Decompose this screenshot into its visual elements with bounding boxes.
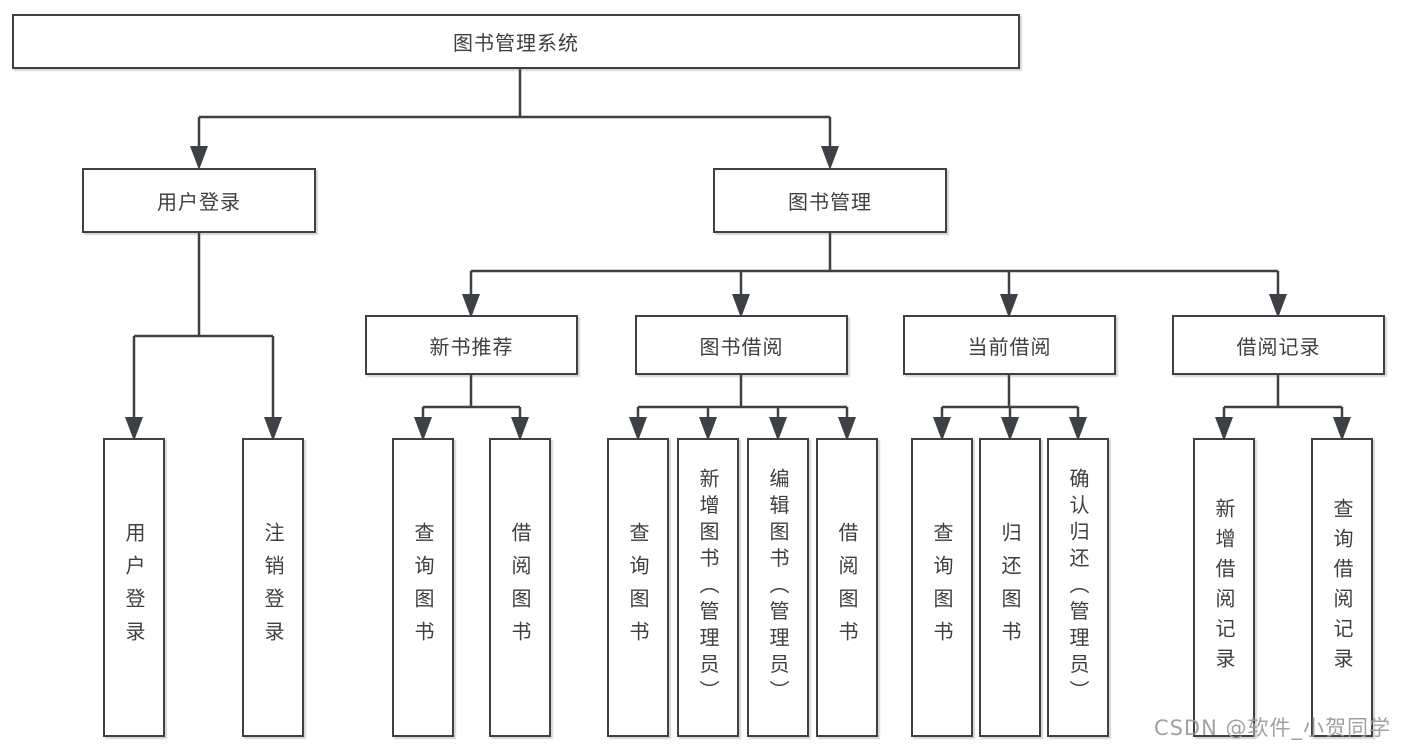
edges-book-borrow-children	[629, 374, 856, 441]
arrowhead	[629, 417, 647, 441]
arrowhead	[699, 417, 717, 441]
arrowhead	[1269, 294, 1287, 318]
leaf-label: 查询图书	[411, 521, 435, 654]
leaf-edit-books-admin: 编辑图书（管理员）	[747, 438, 809, 737]
leaf-label: 新增图书（管理员）	[696, 468, 720, 707]
node-label: 用户登录	[157, 190, 241, 214]
arrowhead	[933, 417, 951, 441]
edges-root-to-level2	[190, 68, 839, 170]
leaf-query-borrow-record: 查询借阅记录	[1311, 438, 1373, 737]
leaf-label: 归还图书	[998, 521, 1022, 654]
leaf-label: 查询借阅记录	[1330, 497, 1354, 678]
leaf-add-books-admin: 新增图书（管理员）	[677, 438, 739, 737]
arrowhead	[732, 294, 750, 318]
leaf-add-borrow-record: 新增借阅记录	[1193, 438, 1255, 737]
arrowhead	[1069, 417, 1087, 441]
leaf-label: 确认归还（管理员）	[1066, 468, 1090, 707]
node-book-management: 图书管理	[713, 168, 947, 233]
leaf-return-books: 归还图书	[979, 438, 1041, 737]
arrowhead	[838, 417, 856, 441]
leaf-label: 借阅图书	[508, 521, 532, 654]
arrowhead	[1001, 417, 1019, 441]
leaf-label: 查询图书	[626, 521, 650, 654]
arrowhead	[264, 417, 282, 441]
node-user-login: 用户登录	[82, 168, 316, 233]
leaf-user-login: 用户登录	[103, 438, 165, 737]
edges-borrow-records-children	[1215, 374, 1351, 441]
edges-new-books-children	[414, 374, 529, 441]
arrowhead	[125, 417, 143, 441]
leaf-label: 查询图书	[930, 521, 954, 654]
arrowhead	[1333, 417, 1351, 441]
node-label: 当前借阅	[967, 334, 1052, 359]
leaf-borrow-books-new: 借阅图书	[489, 438, 551, 737]
node-label: 图书借阅	[699, 334, 784, 359]
csdn-watermark: CSDN @软件_小贺同学	[1153, 716, 1391, 740]
node-label: 借阅记录	[1236, 334, 1321, 359]
node-label: 新书推荐	[429, 334, 514, 359]
arrowhead	[769, 417, 787, 441]
node-label: 图书管理系统	[453, 31, 579, 55]
leaf-label: 借阅图书	[835, 521, 859, 654]
leaf-confirm-return-admin: 确认归还（管理员）	[1047, 438, 1109, 737]
leaf-logout: 注销登录	[242, 438, 304, 737]
leaf-query-books-borrowing: 查询图书	[607, 438, 669, 737]
arrowhead	[511, 417, 529, 441]
arrowhead	[1215, 417, 1233, 441]
arrowhead	[190, 146, 208, 170]
leaf-label: 用户登录	[122, 521, 146, 654]
arrowhead	[821, 146, 839, 170]
leaf-query-books-current: 查询图书	[911, 438, 973, 737]
node-current-borrowing: 当前借阅	[903, 315, 1116, 375]
edges-current-borrow-children	[933, 374, 1087, 441]
arrowhead	[1000, 294, 1018, 318]
arrowhead	[462, 294, 480, 318]
node-library-management-system: 图书管理系统	[12, 14, 1020, 69]
leaf-label: 新增借阅记录	[1212, 497, 1236, 678]
arrowhead	[414, 417, 432, 441]
node-book-borrowing: 图书借阅	[635, 315, 848, 375]
edges-user-login-children	[125, 232, 282, 441]
leaf-label: 注销登录	[261, 521, 285, 654]
leaf-query-books-new: 查询图书	[392, 438, 454, 737]
edges-book-mgmt-children	[462, 232, 1287, 318]
leaf-borrow-books: 借阅图书	[816, 438, 878, 737]
leaf-label: 编辑图书（管理员）	[766, 468, 790, 707]
node-label: 图书管理	[788, 190, 872, 214]
node-borrowing-records: 借阅记录	[1172, 315, 1385, 375]
node-new-book-recommendation: 新书推荐	[365, 315, 578, 375]
